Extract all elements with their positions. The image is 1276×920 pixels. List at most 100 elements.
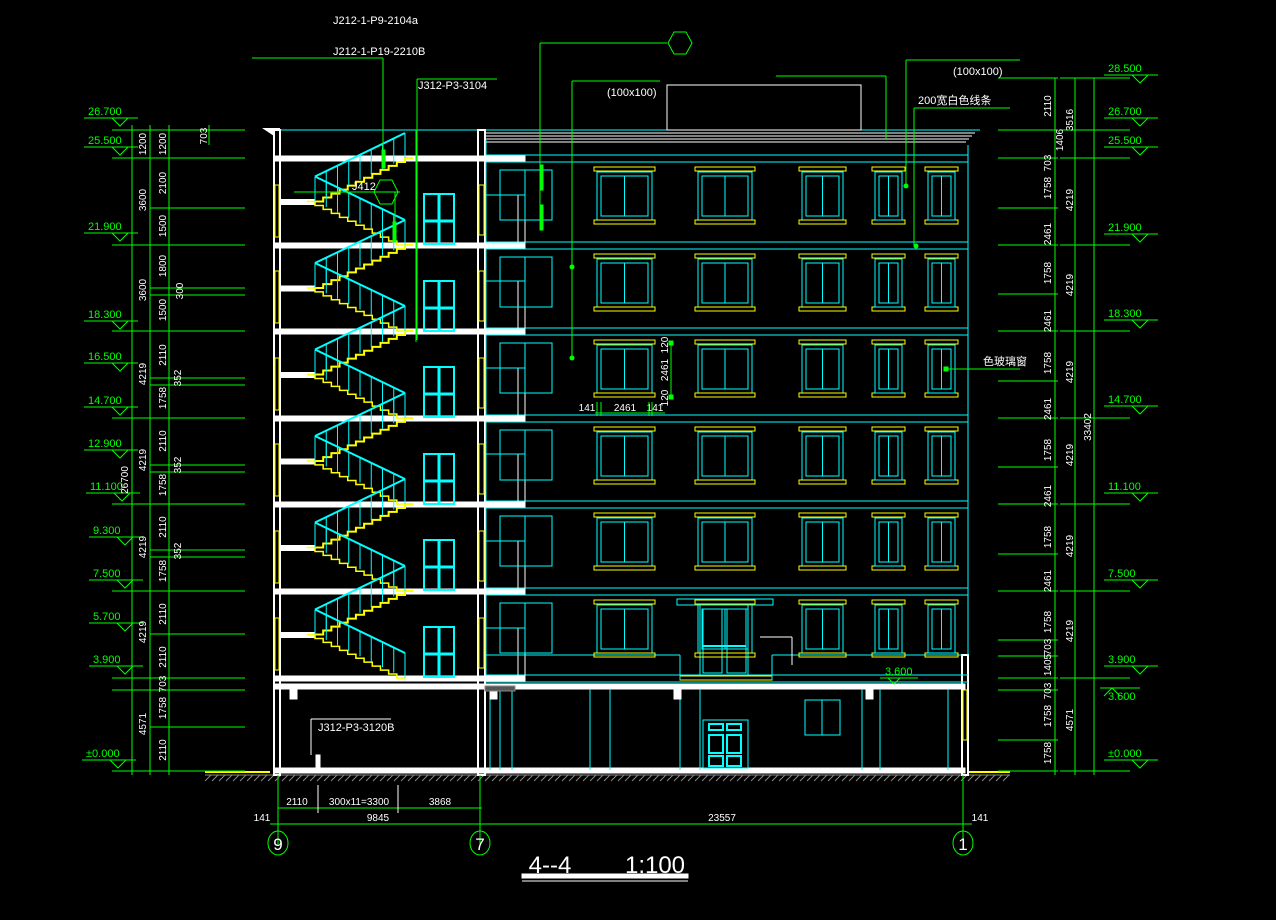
level-triangle-icon: [111, 320, 129, 330]
level-mark-text: 9.300: [93, 525, 121, 537]
window-head-trim: [694, 339, 756, 345]
dim-text: 1758: [1043, 351, 1054, 374]
ground-hatch: [764, 774, 772, 782]
ground-hatch: [848, 774, 856, 782]
ground-hatch: [596, 774, 604, 782]
leader-marker: [539, 164, 544, 191]
dim-text: 3600: [138, 278, 149, 301]
stair-steps: [315, 590, 414, 636]
level-mark-text: 11.100: [1108, 481, 1141, 493]
stair-flight-pair: [279, 305, 455, 419]
ground-hatch: [666, 774, 674, 782]
level-triangle-icon: [116, 536, 134, 546]
stair-steps: [315, 244, 414, 289]
dim-text: 2461: [1043, 484, 1054, 507]
stair-steps: [306, 200, 405, 246]
ground-hatch: [547, 774, 555, 782]
ground-hatch: [743, 774, 751, 782]
stair-steps: [315, 417, 414, 462]
dim-text: 23557: [708, 813, 736, 824]
dim-text: 1758: [158, 386, 169, 409]
level-triangle-icon: [111, 449, 129, 459]
dim-text: 1406: [1055, 128, 1066, 151]
level-triangle-icon: [111, 146, 129, 156]
ground-hatch: [701, 774, 709, 782]
facade-window: [798, 253, 847, 312]
dim-text: 352: [173, 542, 184, 559]
window-sill-trim: [871, 479, 906, 485]
level-triangle-icon: [116, 579, 134, 589]
ground-hatch: [540, 774, 548, 782]
window-sill-trim: [593, 306, 656, 312]
dim-text: 2100: [158, 171, 169, 194]
ground-hatch: [862, 774, 870, 782]
ground-hatch: [519, 774, 527, 782]
leader-marker: [539, 204, 544, 231]
ground-hatch: [715, 774, 723, 782]
window-frame: [927, 604, 956, 654]
ground-hatch: [428, 774, 436, 782]
dim-text: 300x11=3300: [329, 797, 390, 808]
dim-text: 1758: [1043, 261, 1054, 284]
stair-steps: [306, 633, 405, 679]
level-mark-text: ±0.000: [86, 748, 120, 760]
window-head-trim: [798, 512, 847, 518]
ground-hatch: [442, 774, 450, 782]
ground-hatch: [288, 774, 296, 782]
window-head-trim: [924, 599, 959, 605]
ground-hatch: [645, 774, 653, 782]
window-head-trim: [593, 166, 656, 172]
ground-hatch: [785, 774, 793, 782]
window-head-trim: [871, 599, 906, 605]
level-mark-text: 16.500: [88, 351, 122, 363]
dim-text: 1200: [138, 132, 149, 155]
dim-text: 33402: [1083, 413, 1094, 441]
window-head-trim: [593, 253, 656, 259]
stair-steps: [315, 330, 414, 376]
ground-hatch: [295, 774, 303, 782]
ground-hatch: [505, 774, 513, 782]
facade-window: [593, 253, 656, 312]
facade-window: [871, 253, 906, 312]
ground-hatch: [918, 774, 926, 782]
window-partial: [499, 169, 553, 221]
ground-door: [702, 719, 749, 769]
ground-hatch: [897, 774, 905, 782]
window-frame: [874, 171, 903, 221]
dim-text: 141: [254, 813, 271, 824]
dim-text: 2461: [1043, 569, 1054, 592]
window-head-trim: [924, 512, 959, 518]
dim-text: 2461: [1043, 397, 1054, 420]
material-label: 200宽白色线条: [918, 93, 991, 107]
wall-insulation: [274, 617, 280, 671]
stair-steps: [306, 546, 405, 592]
wall-insulation: [478, 530, 485, 582]
ground-hatch: [498, 774, 506, 782]
level-triangle-icon: [111, 362, 129, 372]
ground-hatch: [652, 774, 660, 782]
ground-hatch: [204, 774, 212, 782]
window-sill-trim: [694, 652, 756, 658]
window-frame: [927, 517, 956, 567]
wall-insulation: [478, 443, 485, 495]
window-head-trim: [694, 166, 756, 172]
window-head-trim: [924, 166, 959, 172]
facade-window: [798, 339, 847, 398]
window-partial: [499, 342, 553, 394]
reference-label: J212-1-P19-2210B: [333, 46, 425, 58]
ground-hatch: [491, 774, 499, 782]
ground-hatch: [575, 774, 583, 782]
level-mark-text: 26.700: [88, 106, 122, 118]
dim-text: 1758: [1043, 610, 1054, 633]
axis-bubble: [469, 830, 491, 856]
ground-hatch: [281, 774, 289, 782]
ground-hatch: [834, 774, 842, 782]
dim-marker: [668, 394, 674, 400]
window-head-trim: [694, 253, 756, 259]
dim-text: 1758: [1043, 176, 1054, 199]
ground-hatch: [953, 774, 961, 782]
stair-flight-pair: [279, 565, 455, 679]
level-mark-text: 3.900: [93, 654, 121, 666]
reference-label: J312-P3-3104: [418, 80, 487, 92]
ground-hatch: [904, 774, 912, 782]
